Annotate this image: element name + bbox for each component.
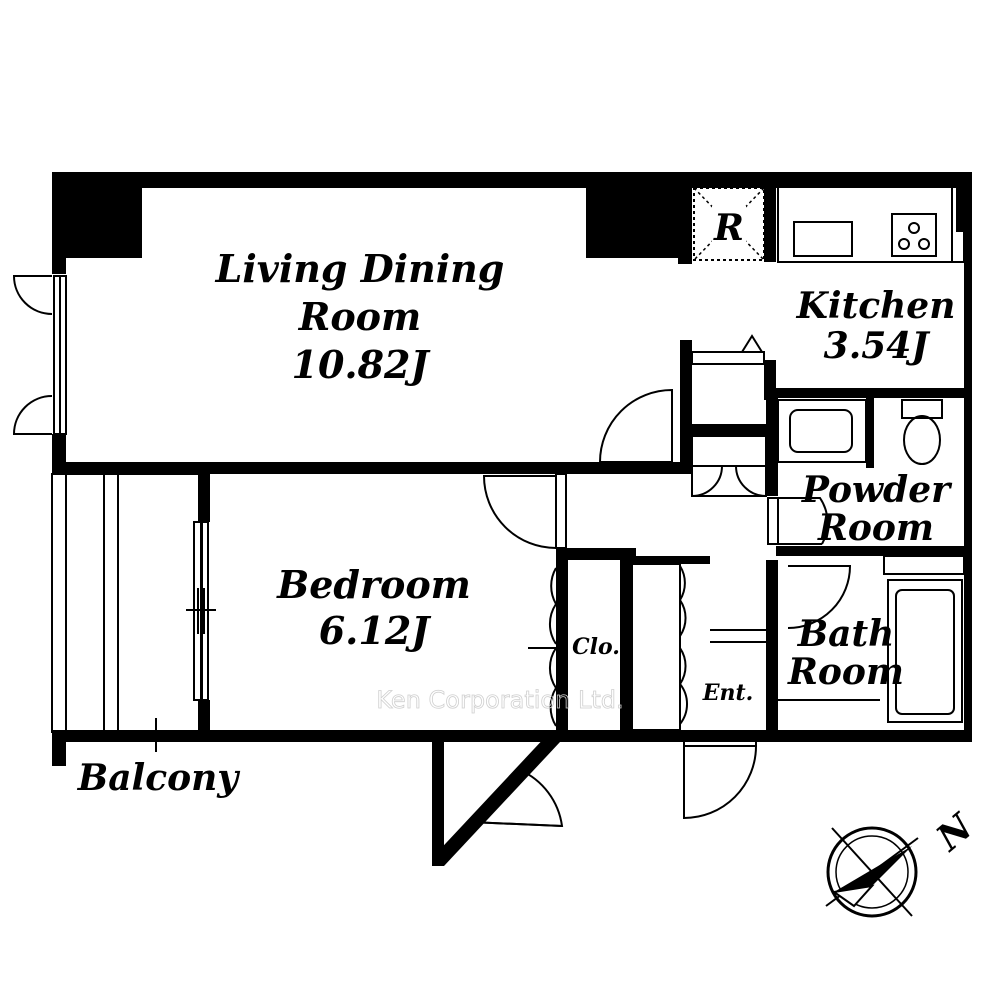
bath-fixtures [778,555,965,723]
living-label-line2: Room [298,294,421,339]
room-labels: Living Dining Room 10.82J Kitchen 3.54J … [77,207,983,860]
entrance-label: Ent. [702,680,754,706]
refrigerator-label: R [713,207,744,249]
bath-label-line2: Room [787,651,904,693]
closet-label: Clo. [572,634,620,660]
refrigerator [693,187,765,261]
living-area: 10.82J [292,342,432,387]
doors [467,388,766,828]
powder-label-line1: Powder [801,469,953,511]
walls [52,172,972,866]
compass-north-label: N [928,804,983,859]
kitchen-area: 3.54J [824,325,931,367]
bedroom-area: 6.12J [319,608,433,653]
watermark-text: Ken Corporation Ltd. [376,686,623,714]
windows [51,275,216,752]
powder-label-line2: Room [817,507,934,549]
compass-rose [825,826,919,918]
powder-fixtures [767,399,943,545]
bath-label-line1: Bath [797,613,895,655]
left-window-swings [12,275,53,435]
kitchen-counter [777,185,965,263]
living-label-line1: Living Dining [215,246,505,291]
kitchen-label: Kitchen [796,285,956,327]
bedroom-label: Bedroom [276,562,471,607]
balcony-label: Balcony [77,757,241,799]
storage-column [691,334,767,498]
